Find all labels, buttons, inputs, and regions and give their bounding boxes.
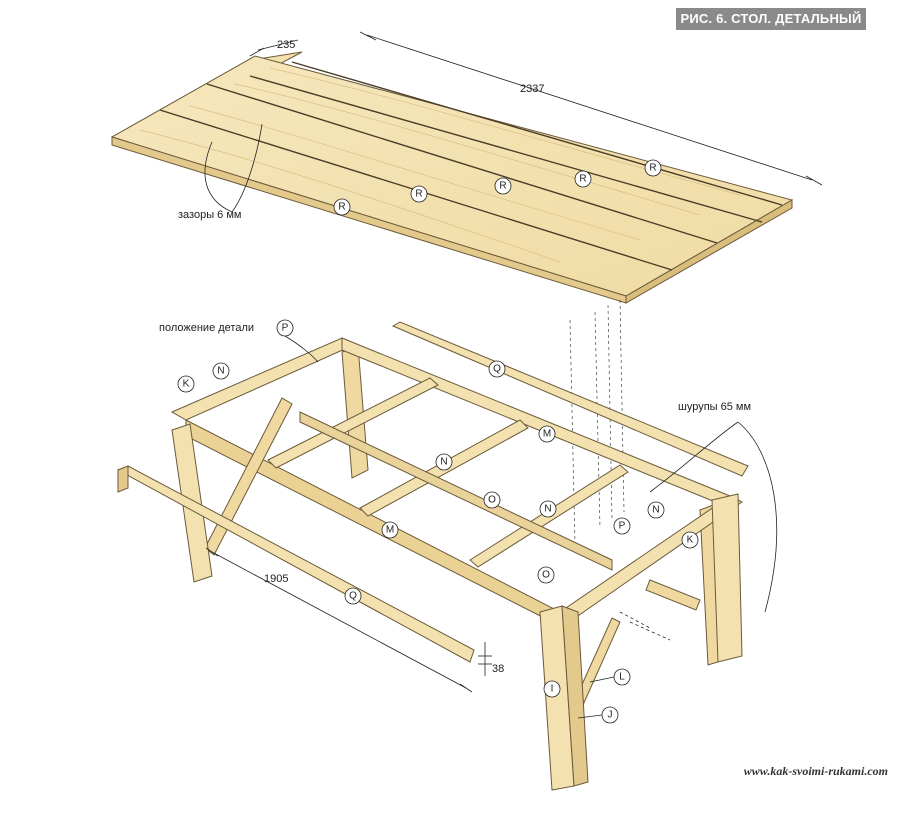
svg-text:M: M: [543, 429, 551, 440]
svg-text:R: R: [499, 181, 506, 192]
rail-q-rear: [391, 321, 749, 477]
tabletop-side-edge: [625, 199, 793, 304]
part-marker-n-left: N: [212, 362, 230, 380]
watermark: www.kak-svoimi-rukami.com: [743, 764, 888, 778]
svg-text:N: N: [652, 505, 659, 516]
tabletop: [110, 51, 794, 304]
gaps-label: зазоры 6 мм: [178, 209, 241, 221]
wood-grain: [139, 67, 741, 263]
plank-gap-3: [249, 75, 763, 223]
part-marker-p-right: P: [613, 517, 631, 535]
svg-text:K: K: [687, 535, 694, 546]
dimension-2337: [359, 31, 823, 186]
dimension-38: [478, 642, 492, 676]
part-marker-q-rear: Q: [488, 360, 506, 378]
brace-k-right: [645, 579, 701, 611]
dimension-235: [249, 39, 299, 57]
part-marker-p-top: P: [276, 319, 294, 337]
part-marker-k-left: K: [177, 375, 195, 393]
gaps-callout: [204, 123, 263, 213]
svg-text:R: R: [579, 174, 586, 185]
part-marker-n-far: N: [647, 501, 665, 519]
dimension-1905-label: 1905: [264, 573, 288, 585]
part-marker-i: I: [543, 680, 561, 698]
part-marker-k-right: K: [681, 531, 699, 549]
rail-q-front-end: [117, 465, 129, 493]
svg-text:R: R: [338, 202, 345, 213]
plank-gap-4: [291, 61, 783, 206]
part-marker-r-2: R: [410, 185, 428, 203]
leg-front-right-side: [561, 605, 589, 787]
svg-text:O: O: [488, 495, 496, 506]
part-marker-q-front: Q: [344, 587, 362, 605]
plank-gap-2: [206, 83, 718, 244]
part-position-callout: [284, 335, 319, 363]
leader-lines: [577, 676, 615, 719]
figure-title-badge: РИС. 6. СТОЛ. ДЕТАЛЬНЫЙ ВИД: [676, 8, 866, 48]
frame-part-markers: K N Q M N O N M O N P K Q L I J: [177, 360, 699, 724]
part-marker-o-front: O: [537, 566, 555, 584]
screw-drop-lines: [569, 299, 625, 546]
leg-right-front: [711, 493, 743, 663]
svg-text:P: P: [619, 521, 626, 532]
tabletop-part-markers: R R R R R: [333, 159, 662, 216]
svg-text:K: K: [183, 379, 190, 390]
part-marker-r-5: R: [644, 159, 662, 177]
part-marker-r-4: R: [574, 170, 592, 188]
stretcher-m: [299, 411, 613, 571]
svg-text:J: J: [608, 710, 613, 721]
svg-text:R: R: [649, 163, 656, 174]
part-marker-l: L: [613, 668, 631, 686]
dimension-1905: [205, 547, 473, 693]
svg-text:L: L: [619, 672, 625, 683]
dimension-235-label: 235: [277, 39, 295, 51]
part-marker-n-right: N: [539, 500, 557, 518]
apron-back-long: [341, 337, 731, 509]
svg-text:Q: Q: [349, 591, 357, 602]
part-marker-m-rear: M: [538, 425, 556, 443]
table-frame: [116, 321, 749, 791]
cross-n-1: [267, 377, 439, 469]
part-position-label: положение детали: [159, 322, 254, 334]
svg-text:O: O: [542, 570, 550, 581]
part-marker-o-center: O: [483, 491, 501, 509]
svg-text:N: N: [544, 504, 551, 515]
svg-text:N: N: [440, 457, 447, 468]
screw-arrows: [619, 421, 778, 641]
part-marker-r-3: R: [494, 177, 512, 195]
svg-text:M: M: [386, 525, 394, 536]
svg-text:I: I: [551, 684, 554, 695]
screws-label: шурупы 65 мм: [678, 401, 751, 413]
svg-text:N: N: [217, 366, 224, 377]
part-marker-n-center: N: [435, 453, 453, 471]
dimension-2337-label: 2337: [520, 83, 544, 95]
svg-text:P: P: [282, 323, 289, 334]
rail-q-front: [116, 465, 475, 663]
part-marker-m-front: M: [381, 521, 399, 539]
part-marker-j: J: [601, 706, 619, 724]
apron-rear: [170, 337, 358, 421]
dimension-38-label: 38: [492, 663, 504, 675]
part-marker-r-1: R: [333, 198, 351, 216]
svg-text:R: R: [415, 189, 422, 200]
svg-text:Q: Q: [493, 364, 501, 375]
brace-k-left: [204, 397, 293, 556]
